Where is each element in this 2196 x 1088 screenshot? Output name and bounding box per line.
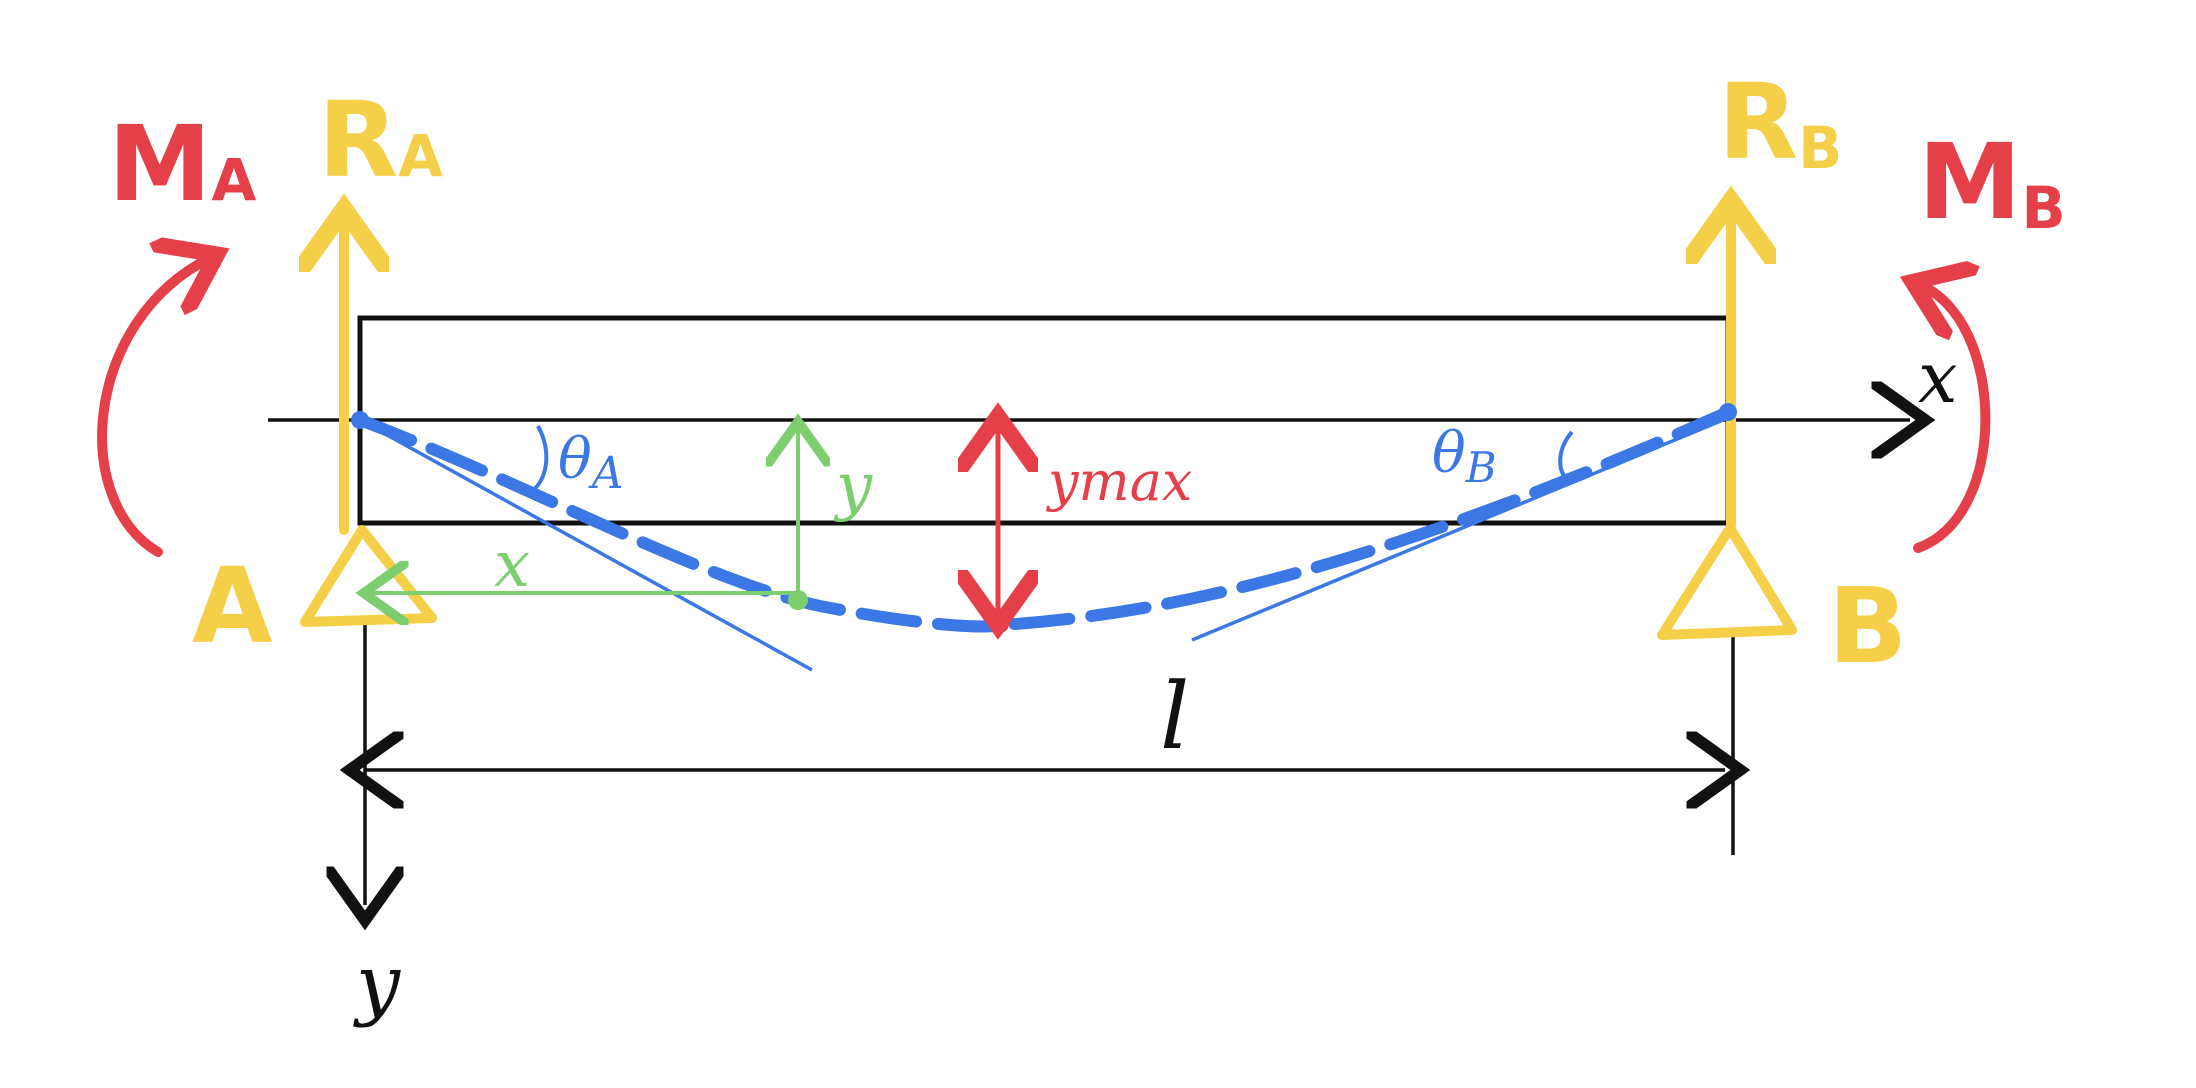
y-max-point [991,615,1009,633]
support-a-label: A [192,545,273,667]
moment-a-label: MA [108,103,257,225]
y-axis-label: y [353,939,401,1029]
y-max-label: ymax [1046,450,1192,513]
x-axis-label: x [1918,337,1957,419]
theta-a-label: θA [558,427,624,499]
curve-start-point [351,411,369,429]
reaction-a-label: RA [318,79,443,201]
sample-point [788,590,808,610]
moment-a-arrow [97,258,210,557]
reaction-b-label: RB [1718,61,1842,183]
curve-end-point [1719,403,1737,421]
theta-b-arc [1558,430,1574,478]
tangent-line-a [359,418,813,672]
deflection-y-label: y [833,450,873,524]
theta-b-label: θB [1432,421,1497,492]
support-a-triangle [300,525,437,627]
moment-b-label: MB [1918,121,2066,243]
span-length-label: l [1160,663,1189,770]
support-b-triangle [1657,523,1797,640]
support-b-label: B [1828,565,1907,687]
moment-b-arrow [1918,285,1991,553]
position-x-label: x [494,528,530,602]
theta-a-arc [526,425,549,496]
